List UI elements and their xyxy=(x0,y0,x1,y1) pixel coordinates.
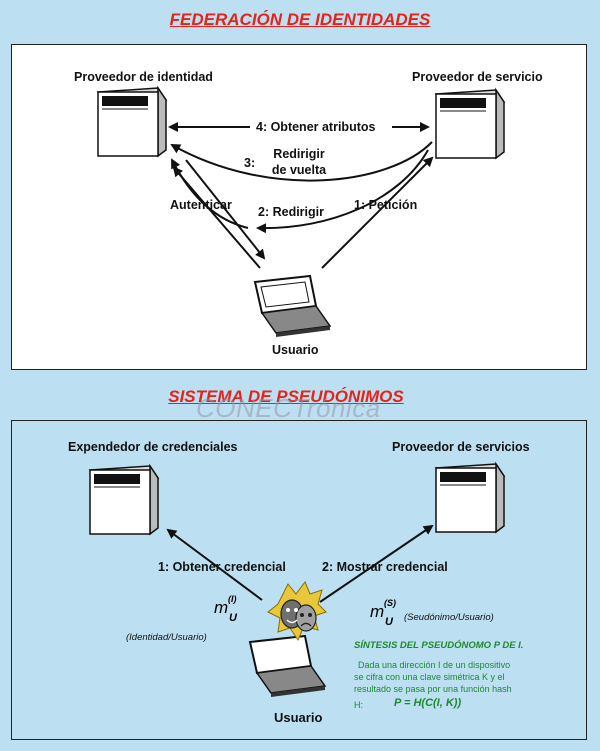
federation-title: FEDERACIÓN DE IDENTIDADES xyxy=(169,10,431,29)
step1-label: 1: Petición xyxy=(354,198,418,212)
m-pseudonym-sup: (S) xyxy=(384,598,396,608)
synthesis-line2: se cifra con una clave simétrica K y el xyxy=(354,672,505,682)
service-provider-label: Proveedor de servicio xyxy=(412,70,543,84)
credential-issuer-label: Expendedor de credenciales xyxy=(68,440,238,454)
m-pseudonym-sub: U xyxy=(385,616,393,628)
synthesis-h-label: H: xyxy=(354,700,363,710)
watermark: CONECTrónica xyxy=(196,393,381,423)
step1-arrow xyxy=(321,156,434,269)
authenticate-arrow-down xyxy=(185,159,266,260)
m-pseudonym-symbol: m xyxy=(370,602,385,621)
m-identity-sub: U xyxy=(229,612,237,624)
synthesis-title: SÍNTESIS DEL PSEUDÓNOMO P DE I. xyxy=(354,640,524,651)
step3-line1: Redirigir xyxy=(273,147,325,161)
synthesis-line3: resultado se pasa por una función hash xyxy=(354,684,512,694)
step4-label: 4: Obtener atributos xyxy=(256,120,376,134)
synthesis-line1: Dada una dirección I de un dispositivo xyxy=(358,660,511,670)
obtain-credential-label: 1: Obtener credencial xyxy=(158,560,286,574)
show-credential-label: 2: Mostrar credencial xyxy=(322,560,448,574)
authenticate-arrow-up xyxy=(172,166,261,269)
m-identity-sup: (I) xyxy=(228,594,237,604)
service-provider-server-icon xyxy=(434,87,506,160)
identity-provider-server-icon xyxy=(96,85,168,158)
step3-arrow xyxy=(170,141,433,182)
show-credential-arrow xyxy=(319,524,434,603)
m-identity-symbol: m xyxy=(214,598,229,617)
identity-user-label: (Identidad/Usuario) xyxy=(126,632,207,643)
user-label-bottom: Usuario xyxy=(274,710,323,725)
user-label-top: Usuario xyxy=(272,343,319,357)
authenticate-label: Autenticar xyxy=(170,198,232,212)
service-providers-label: Proveedor de servicios xyxy=(392,440,530,454)
user-laptop-masks-icon xyxy=(248,634,327,697)
pseudonyms-title: SISTEMA DE PSEUDÓNIMOS xyxy=(168,387,404,406)
service-providers-server-icon xyxy=(434,461,506,534)
credential-issuer-server-icon xyxy=(88,463,160,536)
step2-label: 2: Redirigir xyxy=(258,205,324,219)
user-laptop-icon xyxy=(253,274,332,337)
pseudonym-user-label: (Seudónimo/Usuario) xyxy=(404,612,494,623)
theatre-masks-icon xyxy=(267,581,327,642)
step2-arrow xyxy=(256,149,429,234)
step3-prefix: 3: xyxy=(244,156,256,170)
obtain-credential-arrow xyxy=(166,528,263,601)
synthesis-formula: P = H(C(I, K)) xyxy=(394,697,462,709)
step3-line2: de vuelta xyxy=(271,163,327,177)
pseudonyms-panel xyxy=(11,420,587,740)
identity-provider-label: Proveedor de identidad xyxy=(74,70,213,84)
